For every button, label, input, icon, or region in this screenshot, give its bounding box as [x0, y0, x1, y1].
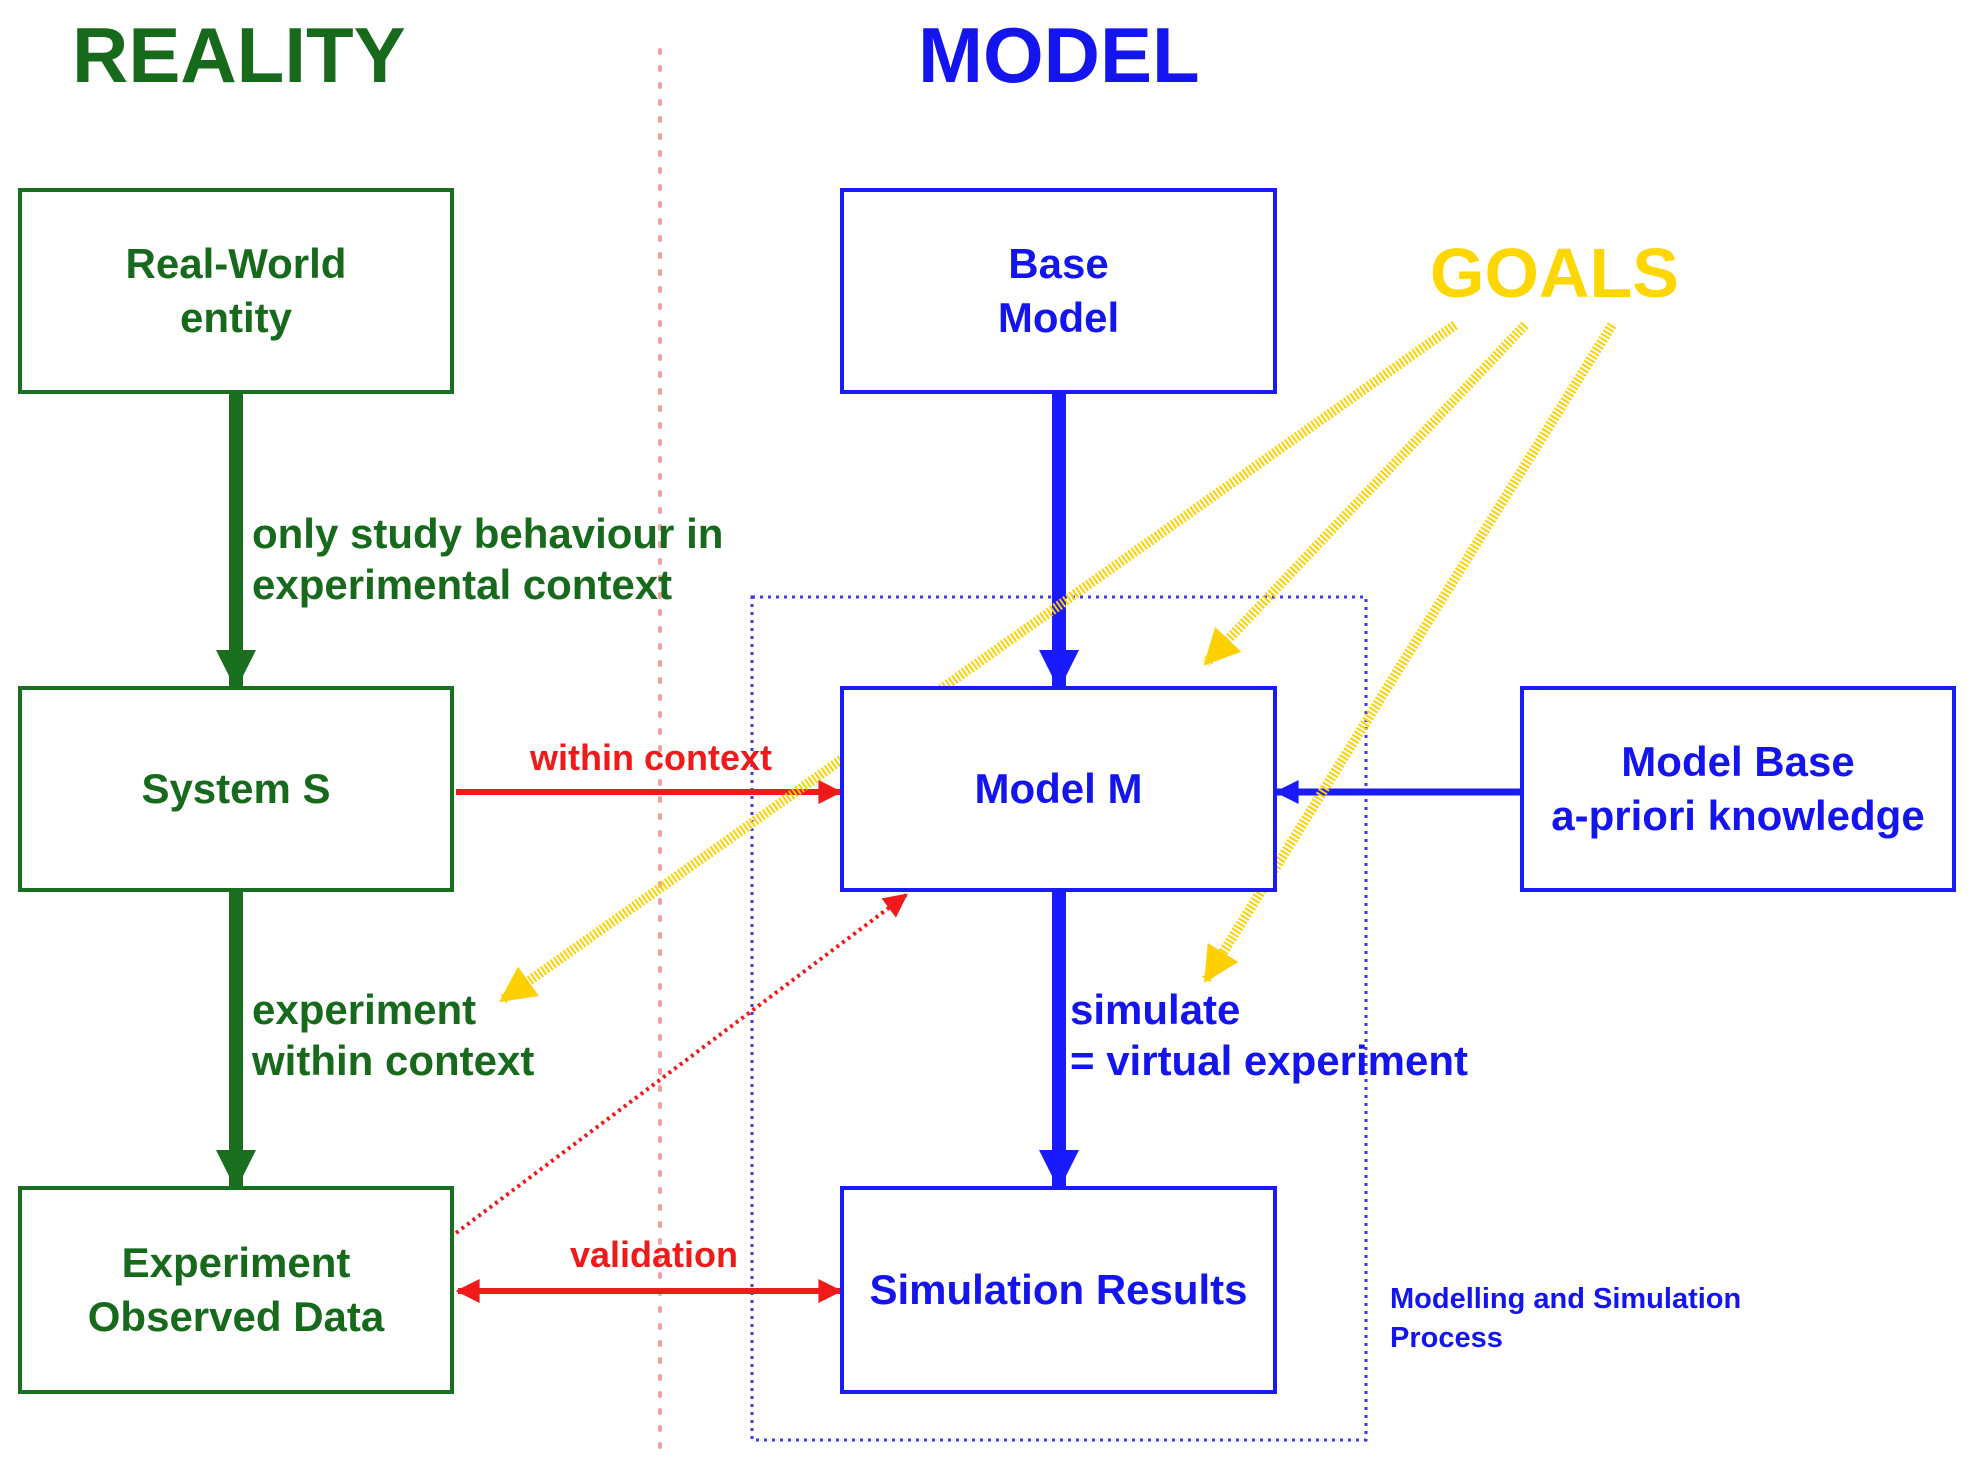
base-model-box: Base Model: [840, 188, 1277, 394]
model-m-label: Model M: [974, 765, 1143, 813]
simulate-line-2: = virtual experiment: [1070, 1037, 1468, 1085]
study-behaviour-line-1: only study behaviour in: [252, 510, 724, 557]
simulate-label: simulate = virtual experiment: [1070, 984, 1468, 1086]
goals-heading: GOALS: [1430, 234, 1679, 312]
experiment-observed-data-line-2: Observed Data: [87, 1293, 385, 1340]
simulation-results-box: Simulation Results: [840, 1186, 1277, 1394]
real-world-entity-box: Real-World entity: [18, 188, 454, 394]
within-context-label: within context: [530, 737, 772, 778]
goals-arrow-to-model: [1202, 321, 1529, 667]
model-base-line-1: Model Base: [1621, 738, 1855, 786]
model-m-box: Model M: [840, 686, 1277, 892]
goals-arrow-to-experiment: [499, 320, 1458, 1005]
base-model-line-2: Model: [997, 294, 1120, 341]
experiment-within-context-label: experiment within context: [252, 984, 534, 1086]
real-world-entity-line-2: entity: [179, 294, 292, 341]
validation-label: validation: [570, 1234, 739, 1275]
process-label-line-1: Modelling and Simulation: [1390, 1283, 1742, 1315]
study-behaviour-label: only study behaviour in experimental con…: [252, 508, 723, 610]
experiment-observed-data-box: Experiment Observed Data: [18, 1186, 454, 1394]
system-s-label: System S: [141, 765, 331, 813]
process-label: Modelling and Simulation Process: [1390, 1280, 1741, 1358]
arrow-data-to-model: [454, 893, 908, 1235]
goals-arrows: [499, 320, 1617, 1005]
real-world-entity-line-1: Real-World: [125, 240, 347, 288]
study-behaviour-line-2: experimental context: [252, 561, 673, 609]
experiment-observed-data-line-1: Experiment: [121, 1239, 351, 1287]
goals-arrow-to-simulation: [1201, 322, 1617, 984]
experiment-within-context-line-1: experiment: [252, 986, 477, 1033]
process-label-line-2: Process: [1390, 1322, 1503, 1355]
model-base-box: Model Base a-priori knowledge: [1520, 686, 1956, 892]
experiment-within-context-line-2: within context: [252, 1037, 535, 1085]
model-base-line-2: a-priori knowledge: [1551, 792, 1925, 839]
system-s-box: System S: [18, 686, 454, 892]
simulation-results-label: Simulation Results: [869, 1266, 1248, 1314]
reality-heading: REALITY: [72, 11, 406, 99]
model-heading: MODEL: [918, 11, 1200, 99]
simulate-line-1: simulate: [1070, 986, 1241, 1033]
base-model-line-1: Base: [1008, 240, 1109, 288]
